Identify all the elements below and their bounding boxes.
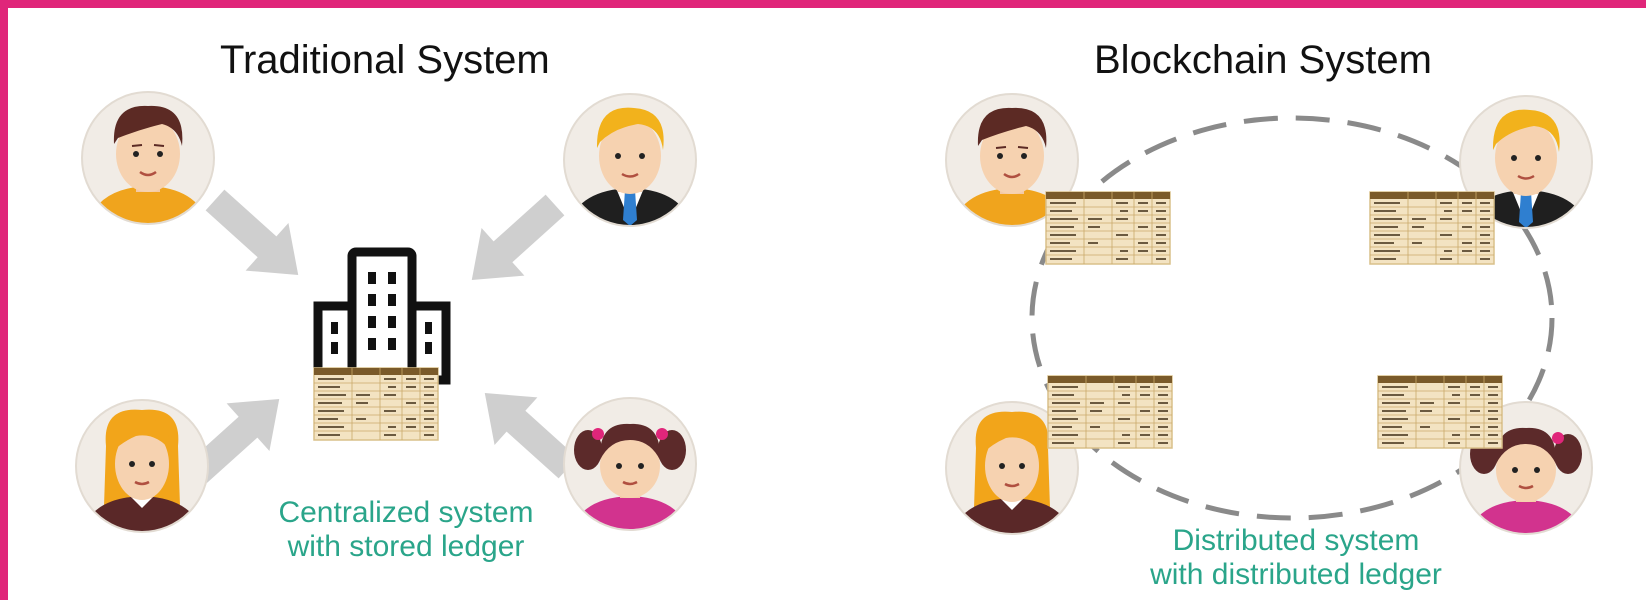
blockchain-caption: Distributed system with distributed ledg… (1106, 524, 1486, 592)
arrow-icon (193, 176, 320, 299)
network-ring (1029, 115, 1555, 521)
traditional-title: Traditional System (220, 38, 550, 82)
ledger-icon (1047, 375, 1173, 449)
blockchain-title: Blockchain System (1094, 38, 1432, 82)
ledger-icon (313, 367, 439, 441)
arrow-icon (450, 181, 577, 304)
traditional-caption: Centralized system with stored ledger (246, 496, 566, 564)
ledger-icon (1045, 191, 1171, 265)
traditional-caption-line2: with stored ledger (287, 530, 525, 563)
ledger-icon (1377, 375, 1503, 449)
person-icon (564, 398, 696, 530)
person-icon (76, 400, 208, 532)
blockchain-caption-line2: with distributed ledger (1150, 558, 1442, 591)
traditional-caption-line1: Centralized system (278, 496, 534, 529)
ledger-icon (1369, 191, 1495, 265)
person-icon (564, 94, 696, 226)
person-icon (82, 92, 214, 224)
blockchain-caption-line1: Distributed system (1172, 524, 1420, 557)
building-icon (313, 247, 451, 385)
